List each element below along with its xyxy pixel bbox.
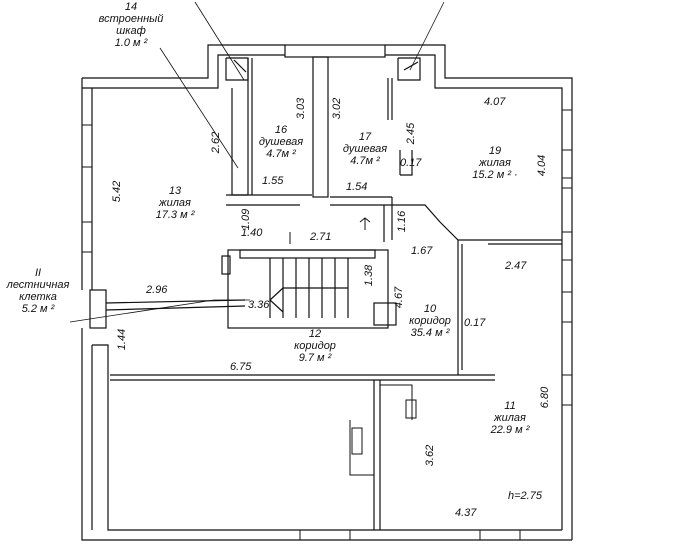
room-16-label: 16 душевая 4.7м ² <box>252 124 310 160</box>
ceiling-height: h=2.75 <box>508 490 542 502</box>
room-ii-label: II лестничная клетка 5.2 м ² <box>2 267 74 315</box>
room-11-area: 22.9 м ² <box>490 424 530 436</box>
room-10-number: 10 <box>423 303 437 315</box>
room-11-name: жилая <box>494 412 526 424</box>
dim-1-16: 1.16 <box>396 210 409 233</box>
room-19-name: жилая <box>479 157 511 169</box>
room-19-label: 19 жилая 15.2 м ² · <box>460 145 530 181</box>
room-17-name: душевая <box>342 143 388 155</box>
dim-2-96: 2.96 <box>146 284 168 296</box>
dim-1-40: 1.40 <box>241 227 263 239</box>
dim-1-54: 1.54 <box>346 181 368 193</box>
room-16-area: 4.7м ² <box>266 148 296 160</box>
room-13-name: жилая <box>159 197 191 209</box>
room-ii-number: II <box>34 267 42 279</box>
dim-3-36: 3.36 <box>248 299 270 311</box>
leader-lines <box>69 1 445 323</box>
room-10-area: 35.4 м ² <box>410 327 450 339</box>
room-14-label: 14 встроенный шкаф 1.0 м ² <box>86 1 176 49</box>
dim-0-17-mid: 0.17 <box>464 317 486 329</box>
room-16-number: 16 <box>274 124 288 136</box>
room-12-name: коридор <box>294 340 336 352</box>
room-10-name: коридор <box>409 315 451 327</box>
room-17-area: 4.7м ² <box>350 155 380 167</box>
staircase <box>105 249 397 329</box>
room-12-label: 12 коридор 9.7 м ² <box>280 328 350 364</box>
room-19-area: 15.2 м ² · <box>472 169 518 181</box>
dim-2-47: 2.47 <box>505 260 527 272</box>
dim-4-04: 4.04 <box>536 154 549 177</box>
dim-0-17-top: 0.17 <box>400 157 422 169</box>
room-ii-name: лестничная <box>6 279 70 291</box>
dim-2-45: 2.45 <box>405 122 418 145</box>
dim-3-03: 3.03 <box>295 97 308 120</box>
room-16-name: душевая <box>258 136 304 148</box>
windows <box>81 109 573 541</box>
doors <box>282 204 417 476</box>
cabinet-right <box>397 57 421 81</box>
dim-1-67: 1.67 <box>411 245 433 257</box>
room-17-number: 17 <box>358 131 372 143</box>
dim-1-38: 1.38 <box>363 264 376 287</box>
interior-walls <box>110 56 562 530</box>
dim-1-55: 1.55 <box>262 175 284 187</box>
room-11-number: 11 <box>504 400 516 412</box>
dim-3-62: 3.62 <box>424 444 437 467</box>
room-12-number: 12 <box>308 328 322 340</box>
room-12-area: 9.7 м ² <box>298 352 332 364</box>
dim-4-67: 4.67 <box>393 286 406 309</box>
room-14-name: встроенный <box>98 13 164 25</box>
room-14-number: 14 <box>124 1 138 13</box>
dim-2-71: 2.71 <box>310 231 332 243</box>
room-11-label: 11 жилая 22.9 м ² <box>475 400 545 436</box>
room-ii-area: 5.2 м ² <box>21 303 55 315</box>
dim-3-02: 3.02 <box>331 97 344 120</box>
dim-1-44: 1.44 <box>116 328 129 351</box>
room-14-name2: шкаф <box>116 25 146 37</box>
room-19-number: 19 <box>488 145 502 157</box>
dim-5-42: 5.42 <box>111 180 124 203</box>
dim-6-80: 6.80 <box>539 386 552 409</box>
room-13-number: 13 <box>168 185 182 197</box>
dim-4-37: 4.37 <box>455 507 477 519</box>
room-10-label: 10 коридор 35.4 м ² <box>398 303 462 339</box>
room-17-label: 17 душевая 4.7м ² <box>336 131 394 167</box>
dim-2-62: 2.62 <box>210 131 223 154</box>
room-14-area: 1.0 м ² <box>114 37 148 49</box>
room-ii-name2: клетка <box>19 291 57 303</box>
dim-6-75: 6.75 <box>230 361 252 373</box>
room-13-area: 17.3 м ² <box>155 209 195 221</box>
room-13-label: 13 жилая 17.3 м ² <box>140 185 210 221</box>
dim-4-07: 4.07 <box>484 96 506 108</box>
